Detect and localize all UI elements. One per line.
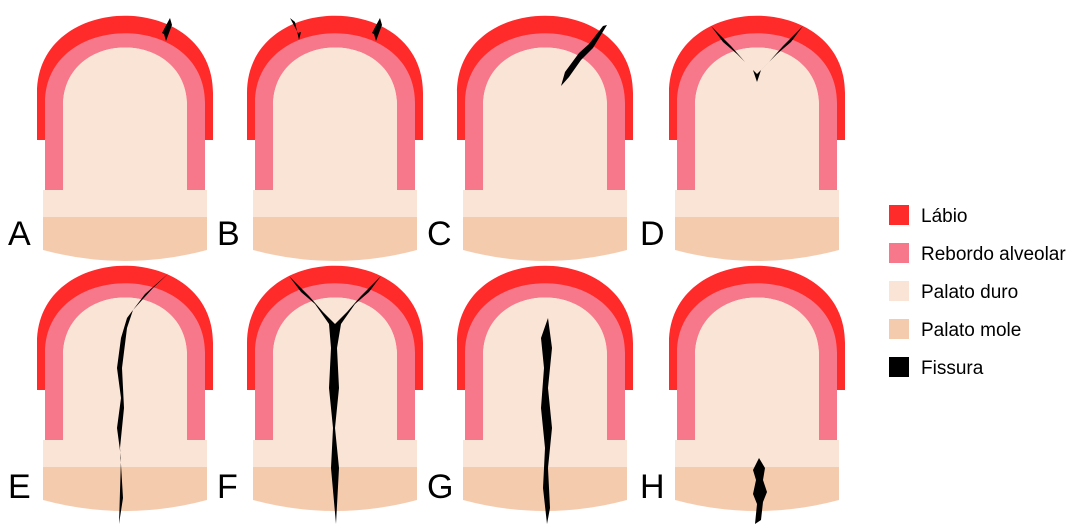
soft-palate-region bbox=[675, 216, 839, 261]
panel-e: E bbox=[8, 266, 213, 524]
hard-palate-strip bbox=[43, 440, 207, 467]
legend-label: Palato mole bbox=[921, 320, 1021, 341]
panel-letter: B bbox=[217, 215, 240, 253]
panel-letter: G bbox=[427, 468, 453, 506]
legend-swatch bbox=[889, 281, 909, 301]
soft-palate-region bbox=[43, 466, 207, 511]
hard-palate-region bbox=[483, 48, 607, 191]
hard-palate-region bbox=[63, 48, 187, 191]
hard-palate-strip bbox=[43, 190, 207, 217]
legend-swatch bbox=[889, 243, 909, 263]
panel-c: C bbox=[427, 16, 633, 261]
hard-palate-strip bbox=[253, 190, 417, 217]
soft-palate-region bbox=[463, 216, 627, 261]
hard-palate-region bbox=[695, 298, 819, 441]
legend-item: Palato duro bbox=[889, 281, 1018, 303]
panel-h: H bbox=[640, 266, 845, 524]
legend-label: Palato duro bbox=[921, 282, 1018, 303]
panel-letter: H bbox=[640, 468, 665, 506]
soft-palate-region bbox=[253, 216, 417, 261]
legend-item: Palato mole bbox=[889, 319, 1021, 341]
legend-swatch bbox=[889, 357, 909, 377]
hard-palate-region bbox=[63, 298, 187, 441]
panel-letter: D bbox=[640, 215, 665, 253]
legend-label: Rebordo alveolar bbox=[921, 244, 1066, 265]
panels: A B C D E F G H bbox=[8, 16, 845, 524]
panel-a: A bbox=[8, 16, 213, 261]
hard-palate-region bbox=[273, 48, 397, 191]
hard-palate-region bbox=[695, 48, 819, 191]
panel-g: G bbox=[427, 266, 633, 524]
legend-swatch bbox=[889, 205, 909, 225]
panel-letter: A bbox=[8, 215, 31, 253]
panel-b: B bbox=[217, 16, 423, 261]
legend-label: Fissura bbox=[921, 358, 984, 379]
legend-swatch bbox=[889, 319, 909, 339]
panel-letter: F bbox=[217, 468, 238, 506]
panel-f: F bbox=[217, 266, 423, 524]
hard-palate-strip bbox=[463, 190, 627, 217]
legend-label: Lábio bbox=[921, 206, 968, 227]
legend-item: Fissura bbox=[889, 357, 984, 379]
legend-item: Rebordo alveolar bbox=[889, 243, 1066, 265]
panel-d: D bbox=[640, 16, 845, 261]
soft-palate-region bbox=[43, 216, 207, 261]
cleft-mark bbox=[753, 458, 767, 524]
panel-letter: E bbox=[8, 468, 31, 506]
panel-letter: C bbox=[427, 215, 452, 253]
legend-item: Lábio bbox=[889, 205, 968, 227]
hard-palate-strip bbox=[675, 190, 839, 217]
